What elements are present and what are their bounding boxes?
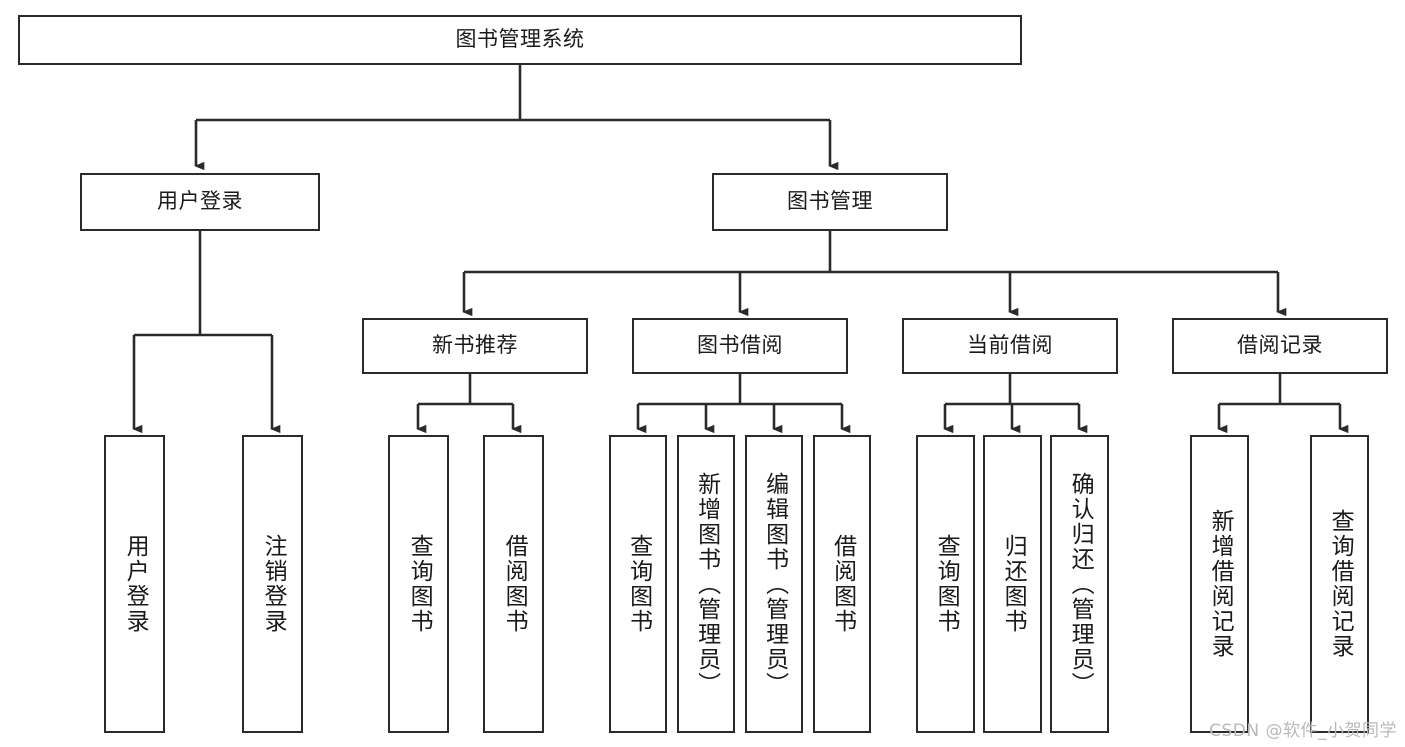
leaf-query-book-current[interactable]: 查询图书: [916, 435, 975, 733]
leaf-query-borrow-record[interactable]: 查询借阅记录: [1310, 435, 1369, 733]
node-book-borrow[interactable]: 图书借阅: [632, 318, 848, 374]
node-borrow-record-label: 借阅记录: [1237, 333, 1323, 358]
leaf-query-book-recommend[interactable]: 查询图书: [388, 435, 449, 733]
node-current-borrow[interactable]: 当前借阅: [902, 318, 1118, 374]
leaf-query-book-borrow[interactable]: 查询图书: [609, 435, 667, 733]
leaf-edit-book-admin-label: 编辑图书（管理员）: [761, 471, 788, 697]
node-current-borrow-label: 当前借阅: [967, 333, 1053, 358]
leaf-add-borrow-record-label: 新增借阅记录: [1207, 509, 1234, 659]
leaf-user-login[interactable]: 用户登录: [104, 435, 165, 733]
leaf-add-book-admin-label: 新增图书（管理员）: [693, 471, 720, 697]
node-book-management[interactable]: 图书管理: [712, 173, 948, 231]
leaf-add-book-admin[interactable]: 新增图书（管理员）: [677, 435, 735, 733]
node-book-borrow-label: 图书借阅: [697, 333, 783, 358]
node-new-book-recommend[interactable]: 新书推荐: [362, 318, 588, 374]
node-new-book-recommend-label: 新书推荐: [432, 333, 518, 358]
leaf-query-borrow-record-label: 查询借阅记录: [1327, 509, 1354, 659]
node-book-management-label: 图书管理: [787, 189, 873, 214]
leaf-add-borrow-record[interactable]: 新增借阅记录: [1190, 435, 1249, 733]
leaf-return-book-label: 归还图书: [1000, 534, 1027, 634]
leaf-confirm-return-admin[interactable]: 确认归还（管理员）: [1050, 435, 1109, 733]
leaf-logout-label: 注销登录: [260, 534, 287, 634]
leaf-query-book-current-label: 查询图书: [933, 534, 960, 634]
leaf-confirm-return-admin-label: 确认归还（管理员）: [1067, 471, 1094, 697]
leaf-borrow-book-recommend-label: 借阅图书: [501, 534, 528, 634]
leaf-query-book-recommend-label: 查询图书: [406, 534, 433, 634]
leaf-user-login-label: 用户登录: [122, 534, 149, 634]
leaf-query-book-borrow-label: 查询图书: [625, 534, 652, 634]
node-user-login-label: 用户登录: [157, 189, 243, 214]
leaf-borrow-book[interactable]: 借阅图书: [813, 435, 871, 733]
leaf-edit-book-admin[interactable]: 编辑图书（管理员）: [745, 435, 803, 733]
node-user-login[interactable]: 用户登录: [80, 173, 320, 231]
node-root-label: 图书管理系统: [455, 27, 585, 52]
leaf-logout[interactable]: 注销登录: [242, 435, 303, 733]
node-borrow-record[interactable]: 借阅记录: [1172, 318, 1388, 374]
node-root[interactable]: 图书管理系统: [18, 15, 1022, 65]
leaf-borrow-book-recommend[interactable]: 借阅图书: [483, 435, 544, 733]
leaf-borrow-book-label: 借阅图书: [829, 534, 856, 634]
leaf-return-book[interactable]: 归还图书: [983, 435, 1042, 733]
watermark: CSDN @软件_小贺同学: [1209, 721, 1397, 741]
